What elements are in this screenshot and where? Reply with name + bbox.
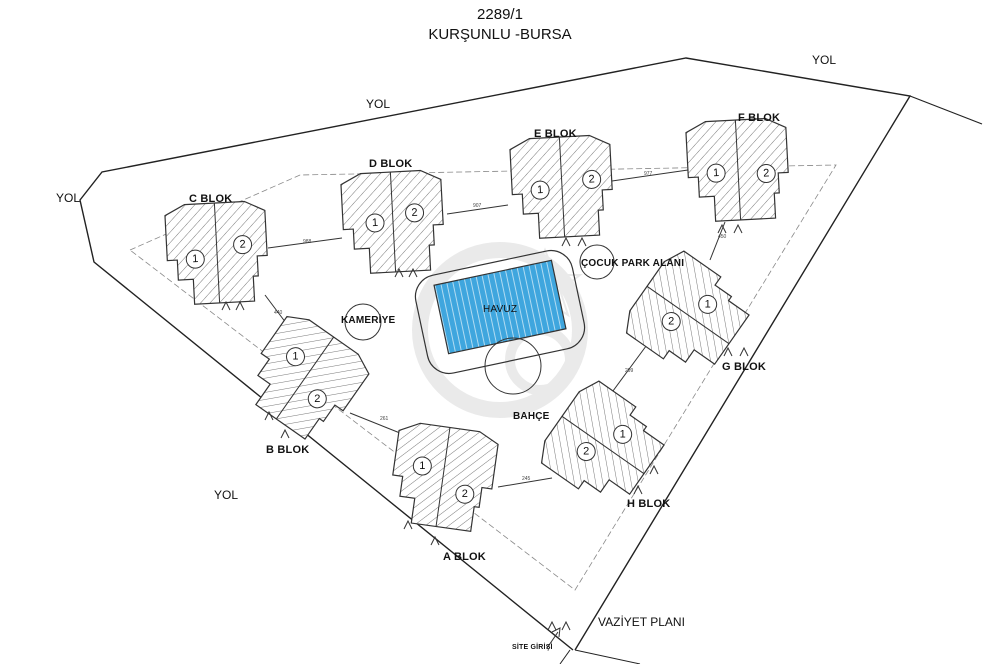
unit-number: 2 (588, 173, 595, 185)
block-label-g: G BLOK (722, 361, 766, 373)
site-entrance-label: SİTE GİRİŞİ (512, 644, 553, 651)
gazebo-circle (344, 303, 382, 341)
block-label-h: H BLOK (627, 498, 671, 510)
unit-number: 1 (292, 351, 298, 363)
pool-area (414, 249, 586, 395)
unit-number: 1 (372, 217, 379, 229)
unit-number: 2 (583, 446, 589, 458)
dim-label-ef: 977 (644, 171, 653, 177)
block-g: 2 1 (625, 250, 750, 365)
dim-label-fg: 450 (718, 234, 727, 240)
road-edge (559, 649, 571, 664)
location-title: KURŞUNLU -BURSA (428, 26, 572, 43)
block-e: 1 2 (509, 134, 613, 239)
block-c: 1 2 (164, 200, 268, 305)
playground-label: ÇOCUK PARK ALANI (581, 258, 685, 269)
dim-label-ah: 245 (522, 476, 531, 482)
dim-label-cb: 440 (274, 310, 283, 316)
parcel-number: 2289/1 (477, 6, 523, 23)
dim-label-ba: 261 (380, 416, 389, 422)
unit-number: 1 (419, 460, 425, 472)
dim-label-cd: 988 (303, 239, 312, 245)
unit-number: 2 (239, 238, 246, 250)
unit-number: 2 (411, 207, 418, 219)
unit-number: 1 (713, 167, 720, 179)
garden-label: BAHÇE (513, 411, 550, 422)
unit-number: 2 (668, 316, 674, 328)
unit-number: 1 (620, 428, 626, 440)
unit-number: 1 (537, 184, 544, 196)
unit-number: 1 (192, 253, 199, 265)
plan-caption: VAZİYET PLANI (598, 615, 685, 629)
block-f: 1 2 (685, 117, 789, 222)
unit-number: 1 (705, 298, 711, 310)
dim-label-gh: 299 (625, 368, 634, 374)
block-d: 1 2 (340, 169, 444, 274)
block-label-a: A BLOK (443, 551, 486, 563)
site-entrance-arrow-icon (546, 627, 561, 649)
pool (433, 259, 567, 355)
block-label-f: F BLOK (738, 112, 781, 124)
block-b: 1 2 (255, 315, 370, 440)
block-label-e: E BLOK (534, 128, 577, 140)
block-a: 1 2 (392, 422, 499, 533)
dim-label-de: 907 (473, 203, 482, 209)
road-label: YOL (812, 53, 837, 67)
gazebo-label: KAMERİYE (341, 315, 396, 326)
block-label-b: B BLOK (266, 444, 310, 456)
road-line-right (909, 95, 983, 125)
unit-number: 2 (763, 167, 770, 179)
road-label: YOL (366, 97, 391, 111)
road-edge-2 (574, 649, 641, 664)
road-label: YOL (214, 488, 239, 502)
entrance-arrows (221, 223, 749, 631)
unit-number: 2 (462, 488, 468, 500)
playground-circle (579, 244, 615, 280)
pool-label: HAVUZ (483, 304, 518, 315)
block-label-c: C BLOK (189, 193, 233, 205)
block-label-d: D BLOK (369, 158, 413, 170)
unit-number: 2 (314, 393, 320, 405)
block-h: 2 1 (540, 380, 665, 495)
road-label: YOL (56, 191, 81, 205)
